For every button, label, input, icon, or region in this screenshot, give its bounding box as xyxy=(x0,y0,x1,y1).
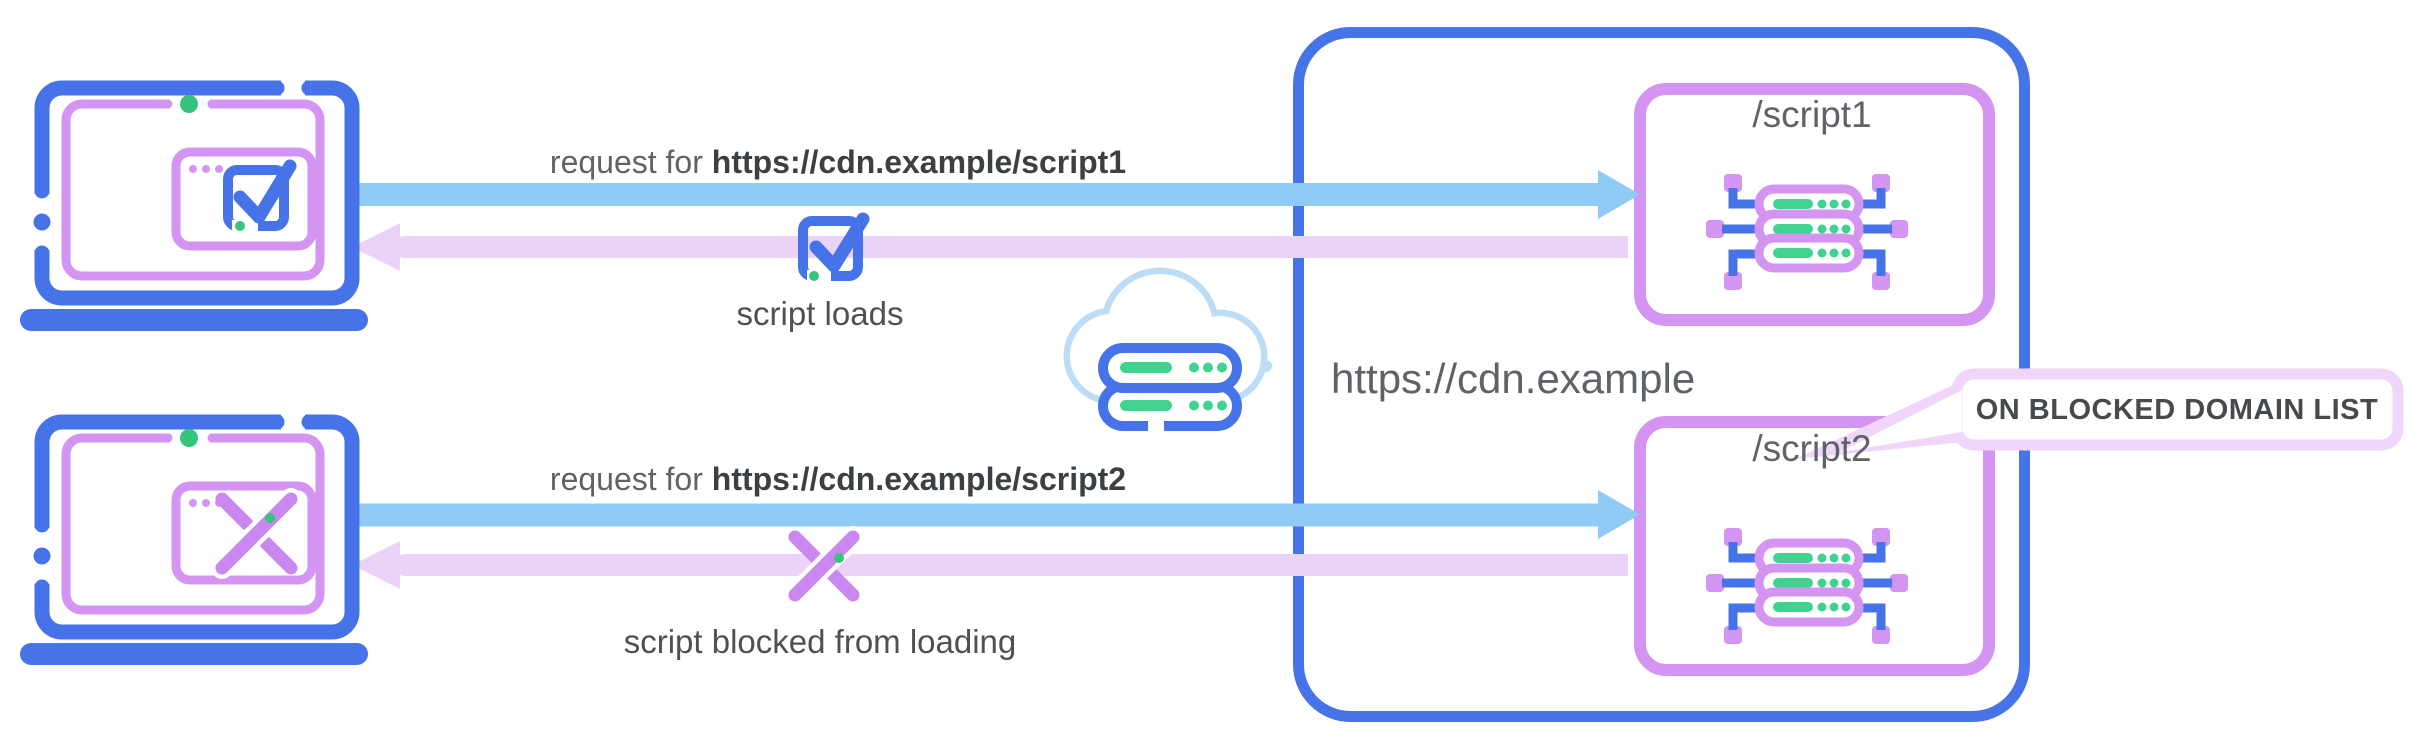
endpoint-script2-label: /script2 xyxy=(1752,428,1872,469)
endpoint-script1-label: /script1 xyxy=(1752,94,1872,135)
request-arrow-script2 xyxy=(345,490,1640,539)
laptop-blocked-icon xyxy=(20,412,368,665)
check-icon xyxy=(223,159,297,232)
request-label-url: https://cdn.example/script1 xyxy=(711,144,1127,180)
result-caption-script1: script loads xyxy=(736,295,904,332)
request-arrow-script1 xyxy=(345,170,1640,219)
request-label-prefix: request for xyxy=(549,144,712,180)
callout-bubble xyxy=(1795,368,2404,459)
response-arrow-script2 xyxy=(352,541,1628,589)
laptop-allowed-icon xyxy=(20,78,368,331)
cdn-origin-label: https://cdn.example xyxy=(1331,355,1696,402)
cloud-server-icon xyxy=(1063,267,1272,432)
cross-icon xyxy=(784,526,864,606)
request-label-script1: request for https://cdn.example/script1 xyxy=(550,146,1126,178)
result-caption-script2: script blocked from loading xyxy=(623,623,1017,660)
cross-icon xyxy=(211,488,302,579)
response-arrow-script1 xyxy=(352,223,1628,271)
check-icon xyxy=(798,212,870,282)
request-label-url: https://cdn.example/script2 xyxy=(711,461,1127,497)
request-label-prefix: request for xyxy=(549,461,712,497)
request-label-script2: request for https://cdn.example/script2 xyxy=(550,463,1126,495)
blocked-domain-callout-label: ON BLOCKED DOMAIN LIST xyxy=(1975,394,2379,426)
